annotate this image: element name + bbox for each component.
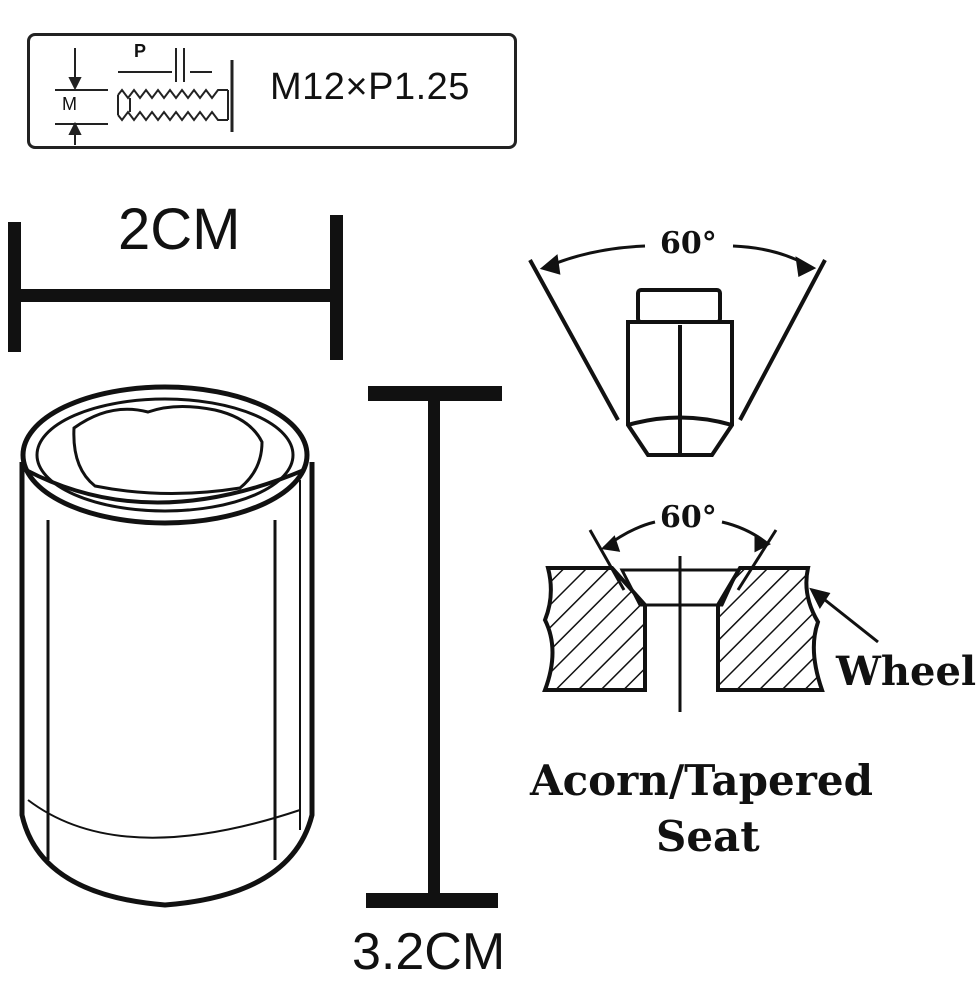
diameter-symbol: M xyxy=(62,94,77,114)
height-label: 3.2CM xyxy=(352,923,506,981)
wheel-seat-icon xyxy=(542,520,879,712)
pitch-symbol: P xyxy=(134,41,147,61)
seat-type-line2: Seat xyxy=(656,812,760,861)
lug-nut-icon xyxy=(19,384,315,908)
acorn-nut-icon xyxy=(528,244,827,457)
wheel-label: Wheel xyxy=(836,648,977,695)
thread-pitch-icon xyxy=(55,48,234,145)
width-label: 2CM xyxy=(118,197,241,262)
height-dimension-bar xyxy=(366,386,502,908)
nut-angle-label: 60° xyxy=(660,226,717,261)
width-dimension-bar xyxy=(8,215,343,360)
thread-spec-box: M12×P1.25 xyxy=(27,33,517,149)
thread-spec-label: M12×P1.25 xyxy=(270,66,470,108)
seat-type-line1: Acorn/Tapered xyxy=(530,756,873,805)
wheel-angle-label: 60° xyxy=(660,500,717,535)
